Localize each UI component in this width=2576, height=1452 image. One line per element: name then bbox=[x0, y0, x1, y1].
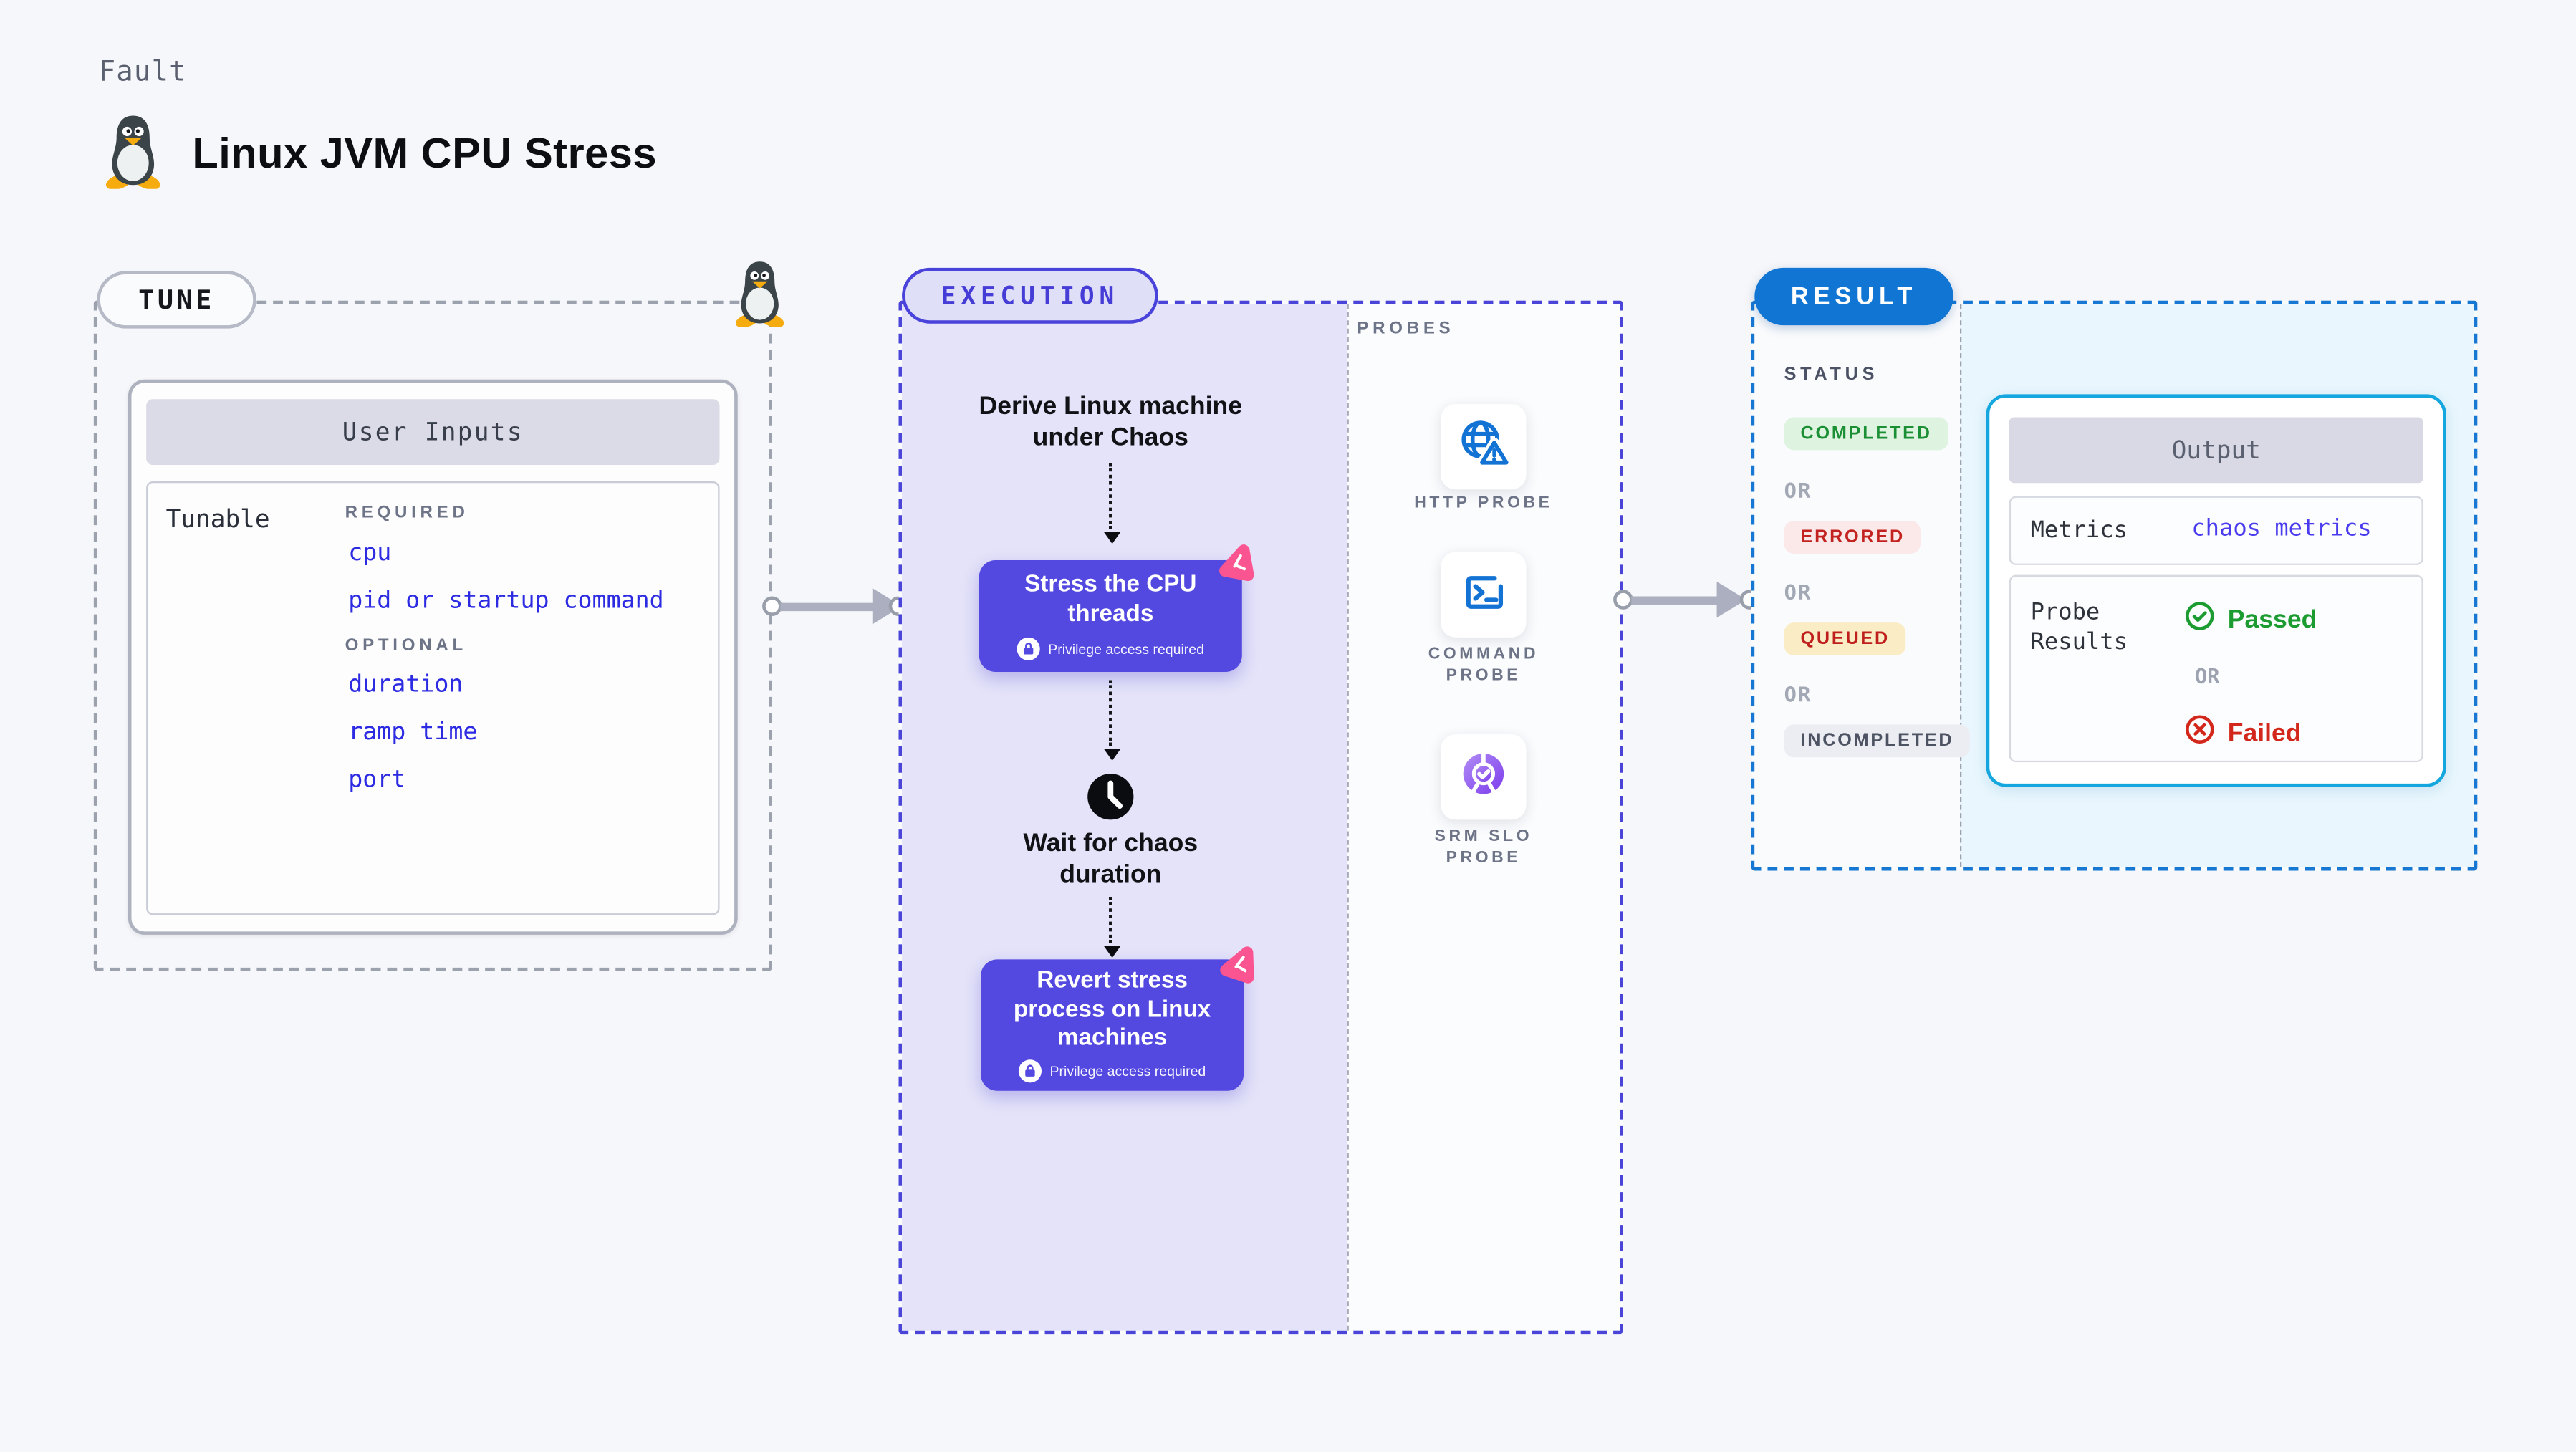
probes-column-label: PROBES bbox=[1357, 318, 1455, 339]
optional-section-label: OPTIONAL bbox=[345, 635, 467, 656]
privilege-row: Privilege access required bbox=[1017, 637, 1205, 660]
metrics-row: Metrics chaos metrics bbox=[2009, 496, 2423, 565]
probe-results-row: Probe Results Passed OR F bbox=[2009, 574, 2423, 763]
arrow-shaft bbox=[1631, 595, 1721, 604]
connector-dot bbox=[1613, 590, 1633, 610]
page-title: Linux JVM CPU Stress bbox=[192, 128, 658, 178]
command-probe-label: COMMAND PROBE bbox=[1428, 645, 1539, 686]
probe-results-label: Probe Results bbox=[2030, 600, 2128, 656]
probes-divider bbox=[1347, 304, 1349, 1331]
connector-dot bbox=[762, 596, 782, 617]
arrow-shaft bbox=[780, 602, 876, 610]
status-badge-queued: QUEUED bbox=[1784, 622, 1906, 656]
srm-slo-probe-card[interactable] bbox=[1441, 734, 1527, 820]
clock-icon bbox=[1086, 772, 1135, 830]
revert-stress-label: Revert stress process on Linux machines bbox=[1013, 968, 1211, 1052]
lock-icon bbox=[1017, 637, 1040, 660]
failed-label: Failed bbox=[2227, 718, 2302, 747]
http-probe-card[interactable] bbox=[1441, 404, 1527, 490]
chaos-sticker-icon bbox=[1211, 938, 1265, 992]
flow-arrow bbox=[1109, 680, 1112, 746]
status-column-label: STATUS bbox=[1784, 365, 1879, 385]
command-probe-icon bbox=[1457, 564, 1509, 625]
tux-linux-icon bbox=[100, 113, 166, 197]
derive-step-label: Derive Linux machine under Chaos bbox=[979, 393, 1243, 452]
passed-item: Passed bbox=[2185, 601, 2317, 639]
required-section-label: REQUIRED bbox=[345, 502, 469, 523]
metrics-label: Metrics bbox=[2030, 517, 2128, 544]
output-panel: Output Metrics chaos metrics Probe Resul… bbox=[1986, 394, 2446, 787]
stress-cpu-label: Stress the CPU threads bbox=[1024, 572, 1197, 627]
fault-kicker: Fault bbox=[98, 55, 187, 89]
metrics-value-link[interactable]: chaos metrics bbox=[2191, 516, 2372, 542]
srm-slo-probe-icon bbox=[1457, 746, 1509, 807]
or-separator: OR bbox=[2194, 663, 2220, 688]
stress-cpu-node[interactable]: Stress the CPU threads Privilege access … bbox=[979, 560, 1242, 672]
http-probe-icon bbox=[1457, 416, 1512, 477]
user-inputs-header: User Inputs bbox=[146, 399, 720, 466]
or-separator: OR bbox=[1784, 681, 1812, 707]
user-inputs-card: User Inputs Tunable REQUIRED cpu pid or … bbox=[128, 379, 738, 935]
tune-badge: TUNE bbox=[97, 271, 256, 329]
tux-small-icon bbox=[731, 259, 789, 335]
param-port[interactable]: port bbox=[348, 767, 406, 794]
http-probe-label: HTTP PROBE bbox=[1414, 494, 1553, 513]
revert-stress-node[interactable]: Revert stress process on Linux machines … bbox=[981, 959, 1244, 1091]
param-cpu[interactable]: cpu bbox=[348, 540, 392, 567]
failed-x-icon bbox=[2185, 715, 2214, 753]
privilege-row: Privilege access required bbox=[1018, 1059, 1206, 1082]
passed-check-icon bbox=[2185, 601, 2214, 639]
chaos-sticker-icon bbox=[1212, 540, 1261, 589]
status-badge-incompleted: INCOMPLETED bbox=[1784, 724, 1971, 758]
tunable-row-label: Tunable bbox=[165, 504, 270, 534]
flow-arrow-head-icon bbox=[1102, 749, 1120, 761]
or-separator: OR bbox=[1784, 580, 1812, 605]
param-duration[interactable]: duration bbox=[348, 671, 463, 698]
passed-label: Passed bbox=[2227, 605, 2317, 634]
flow-arrow-head-icon bbox=[1102, 532, 1120, 544]
output-header: Output bbox=[2009, 417, 2423, 484]
srm-slo-probe-label: SRM SLO PROBE bbox=[1434, 827, 1533, 867]
tune-section-box bbox=[93, 300, 772, 971]
param-ramp-time[interactable]: ramp time bbox=[348, 719, 478, 746]
failed-item: Failed bbox=[2185, 715, 2302, 753]
result-badge: RESULT bbox=[1754, 267, 1953, 326]
flow-arrow-head-icon bbox=[1102, 946, 1120, 958]
status-divider bbox=[1959, 304, 1962, 867]
execution-flow-area bbox=[902, 304, 1347, 1331]
wait-step-label: Wait for chaos duration bbox=[1023, 830, 1198, 889]
privilege-note: Privilege access required bbox=[1048, 640, 1205, 658]
command-probe-card[interactable] bbox=[1441, 552, 1527, 638]
tunable-table: Tunable REQUIRED cpu pid or startup comm… bbox=[146, 481, 720, 915]
param-pid-or-startup-command[interactable]: pid or startup command bbox=[348, 588, 664, 615]
status-badge-errored: ERRORED bbox=[1784, 520, 1921, 554]
flow-arrow bbox=[1109, 897, 1112, 943]
execution-badge: EXECUTION bbox=[902, 267, 1158, 324]
or-separator: OR bbox=[1784, 478, 1812, 503]
privilege-note: Privilege access required bbox=[1049, 1062, 1206, 1080]
flow-arrow bbox=[1109, 463, 1112, 529]
status-badge-completed: COMPLETED bbox=[1784, 417, 1948, 451]
lock-icon bbox=[1018, 1059, 1042, 1082]
